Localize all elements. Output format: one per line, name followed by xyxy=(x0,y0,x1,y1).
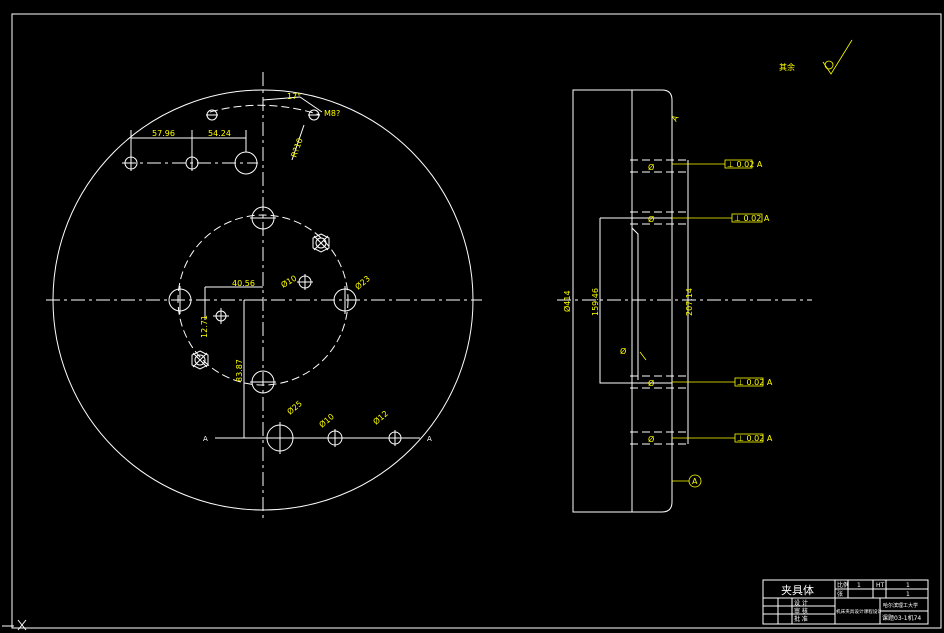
datum-top: A xyxy=(670,113,681,123)
title-block: 夹具体 设 计 审 核 批 准 比例 张 1 HT 1 1 机床夹具设计课程设计… xyxy=(762,579,929,625)
dim-d10-bottom: Ø10 xyxy=(317,411,336,429)
dim-d12: Ø12 xyxy=(371,408,390,426)
dim-57-96: 57.96 xyxy=(152,129,175,138)
datum-a: A xyxy=(692,477,698,486)
side-profile xyxy=(572,89,673,513)
svg-text:⊥ 0.02 A: ⊥ 0.02 A xyxy=(737,378,773,387)
dim-d10: Ø10 xyxy=(279,273,298,290)
hex-nut-lower xyxy=(191,350,209,370)
side-view: ⊥ 0.02 A ⊥ 0.02 A ⊥ 0.02 A ⊥ 0.02 A A A … xyxy=(557,89,812,513)
tolerance-frame-4: ⊥ 0.02 A xyxy=(734,433,773,443)
dim-angle: 17° xyxy=(287,92,301,101)
svg-text:⊥ 0.02 A: ⊥ 0.02 A xyxy=(737,434,773,443)
svg-text:张: 张 xyxy=(837,590,843,598)
svg-text:HT: HT xyxy=(876,582,885,589)
front-view: A A 57.96 54.24 17° M8? R?10 40.56 Ø10 Ø… xyxy=(46,72,482,522)
svg-text:Ø: Ø xyxy=(648,162,654,172)
roughness-text: 其余 xyxy=(779,62,795,72)
svg-text:Ø: Ø xyxy=(648,214,654,224)
part-name: 夹具体 xyxy=(781,583,814,597)
school-name: 哈尔滨理工大学 xyxy=(883,602,918,609)
svg-text:设 计: 设 计 xyxy=(794,599,808,607)
svg-text:1: 1 xyxy=(857,582,861,589)
tolerance-frame-3: ⊥ 0.02 A xyxy=(734,377,773,387)
svg-text:比例: 比例 xyxy=(837,581,849,589)
roughness-note: 其余 xyxy=(779,39,853,75)
tolerance-frame-2: ⊥ 0.02 A xyxy=(731,213,770,223)
dim-54-24: 54.24 xyxy=(208,129,231,138)
svg-text:Ø: Ø xyxy=(620,346,626,356)
svg-text:1: 1 xyxy=(906,582,910,589)
svg-text:⊥ 0.02 A: ⊥ 0.02 A xyxy=(727,160,763,169)
datum-a-circle xyxy=(688,474,702,488)
ucs-icon xyxy=(2,619,27,631)
dim-83-87: 83.87 xyxy=(235,359,244,382)
svg-text:Ø: Ø xyxy=(648,378,654,388)
drawing-border xyxy=(11,13,942,629)
dim-r10: R?10 xyxy=(289,137,304,159)
dim-d25: Ø25 xyxy=(285,398,304,416)
dim-207-14: 207.14 xyxy=(685,288,694,316)
dim-12-71: 12.71 xyxy=(200,315,209,338)
tolerance-frame-1: ⊥ 0.02 A xyxy=(724,159,763,169)
svg-text:1: 1 xyxy=(906,591,910,598)
roughness-symbol xyxy=(822,39,853,75)
svg-text:⊥ 0.02 A: ⊥ 0.02 A xyxy=(734,214,770,223)
section-mark-left: A xyxy=(203,435,208,443)
dim-d414: Ø414 xyxy=(562,290,572,312)
svg-text:批 准: 批 准 xyxy=(794,615,808,623)
section-mark-right: A xyxy=(427,435,432,443)
svg-text:Ø: Ø xyxy=(648,434,654,444)
top-arc xyxy=(209,104,321,116)
svg-text:审 核: 审 核 xyxy=(794,607,808,615)
dim-159-46: 159.46 xyxy=(591,288,600,316)
dim-d23: Ø23 xyxy=(353,273,372,291)
subject-title: 机床夹具设计课程设计 xyxy=(836,608,882,615)
drawing-number: 课题03-1机74 xyxy=(882,614,921,622)
hex-nut-upper xyxy=(312,233,330,253)
dim-40-56: 40.56 xyxy=(232,279,255,288)
dim-m8: M8? xyxy=(324,109,340,118)
